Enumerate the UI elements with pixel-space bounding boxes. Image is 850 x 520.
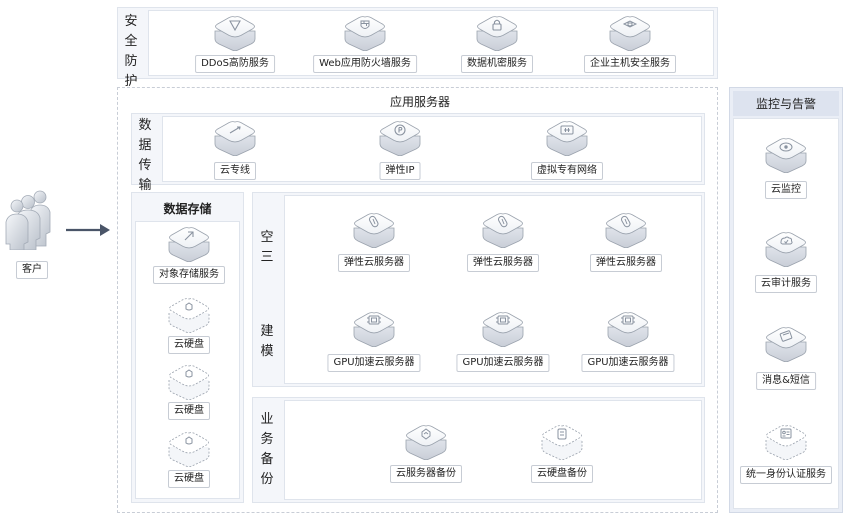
evs-label-1: 云硬盘 (168, 336, 210, 354)
waf-icon-node[interactable] (341, 15, 389, 51)
ecs-label-3: 弹性云服务器 (590, 254, 662, 272)
direct-connect-node[interactable] (211, 120, 259, 156)
disk-backup-node[interactable] (538, 424, 586, 460)
transfer-title: 数据传输 (138, 118, 152, 193)
eip-node[interactable] (376, 120, 424, 156)
smn-label: 消息&短信 (756, 372, 816, 390)
lock-icon (492, 19, 502, 31)
gpu-label-3: GPU加速云服务器 (581, 354, 675, 372)
host-shield-icon (622, 20, 638, 28)
ecs-icon (369, 215, 379, 228)
storage-title: 数据存储 (163, 202, 212, 216)
evs-node-2[interactable] (165, 364, 213, 400)
evs-label-2: 云硬盘 (168, 402, 210, 420)
monitor-icon (779, 142, 793, 152)
smn-node[interactable] (762, 326, 810, 362)
ecs-icon (498, 215, 508, 228)
client-arrow (66, 224, 110, 236)
compute-title-bottom: 建模 (260, 324, 274, 359)
ces-label: 云监控 (765, 181, 807, 199)
dew-icon-node[interactable] (473, 15, 521, 51)
monitor-title: 监控与告警 (755, 97, 816, 111)
ecs-node-2[interactable] (479, 212, 527, 248)
evs-node-1[interactable] (165, 297, 213, 333)
ddos-label: DDoS高防服务 (195, 55, 275, 73)
eip-icon (394, 124, 406, 136)
ecs-node-1[interactable] (350, 212, 398, 248)
disk-icon (185, 302, 193, 311)
gpu-chip-icon (496, 315, 510, 325)
vpc-node[interactable] (543, 120, 591, 156)
shield-wall-icon (360, 20, 370, 29)
ecs-node-3[interactable] (602, 212, 650, 248)
waf-label: Web应用防火墙服务 (313, 55, 417, 73)
server-backup-icon (421, 428, 431, 440)
monitor-header (733, 91, 839, 116)
compute-title-top: 空三 (260, 230, 274, 265)
gpu-chip-icon (367, 315, 381, 325)
cts-label: 云审计服务 (755, 275, 817, 293)
evs-label-3: 云硬盘 (168, 470, 210, 488)
security-title: 安全防护 (124, 14, 138, 89)
ecs-icon (621, 215, 631, 228)
eip-label: 弹性IP (379, 162, 421, 180)
message-icon (779, 330, 793, 342)
direct-line-icon (229, 126, 241, 134)
hss-label: 企业主机安全服务 (584, 55, 676, 73)
server-backup-node[interactable] (402, 424, 450, 460)
direct-connect-label: 云专线 (214, 162, 256, 180)
disk-backup-label: 云硬盘备份 (531, 465, 593, 483)
cts-node[interactable] (762, 231, 810, 267)
hss-icon-node[interactable] (606, 15, 654, 51)
backup-content (284, 400, 702, 500)
gpu-node-3[interactable] (604, 311, 652, 347)
shield-triangle-icon (229, 20, 241, 32)
dew-label: 数据机密服务 (461, 55, 533, 73)
disk-backup-icon (557, 428, 567, 440)
ecs-label-1: 弹性云服务器 (338, 254, 410, 272)
ecs-label-2: 弹性云服务器 (467, 254, 539, 272)
audit-icon (780, 236, 793, 245)
iam-node[interactable] (762, 424, 810, 460)
vpc-icon (560, 125, 574, 135)
vpc-label: 虚拟专有网络 (531, 162, 603, 180)
obs-node[interactable] (165, 226, 213, 262)
server-backup-label: 云服务器备份 (390, 465, 462, 483)
identity-icon (780, 428, 792, 439)
app-server-title: 应用服务器 (389, 95, 450, 109)
iam-label: 统一身份认证服务 (740, 466, 832, 484)
gpu-chip-icon (621, 315, 635, 325)
obs-label: 对象存储服务 (153, 266, 225, 284)
gpu-node-2[interactable] (479, 311, 527, 347)
gpu-label-2: GPU加速云服务器 (456, 354, 550, 372)
disk-icon (185, 436, 193, 445)
backup-title: 业务备份 (260, 412, 274, 487)
evs-node-3[interactable] (165, 431, 213, 467)
client-label: 客户 (16, 261, 48, 279)
gpu-node-1[interactable] (350, 311, 398, 347)
ces-node[interactable] (762, 137, 810, 173)
object-storage-icon (184, 231, 194, 241)
disk-icon (185, 369, 193, 378)
gpu-label-1: GPU加速云服务器 (327, 354, 421, 372)
client-users (4, 186, 58, 251)
ddos-icon-node[interactable] (211, 15, 259, 51)
users-icon (5, 190, 51, 251)
